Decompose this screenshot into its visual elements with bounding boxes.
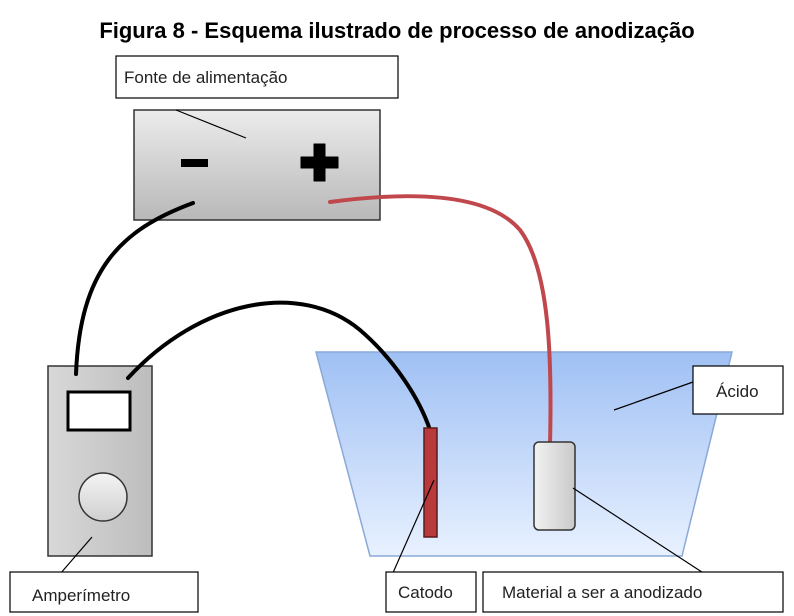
minus-terminal-icon [181,159,208,167]
anode-material [533,441,576,531]
leader-acid [613,381,694,411]
label-box-power-source [115,55,399,99]
label-anode-material: Material a ser a anodizado [502,583,702,602]
label-box-ammeter [9,571,199,613]
figure-title: Figura 8 - Esquema ilustrado de processo… [99,18,695,43]
leader-cathode [391,479,435,576]
label-acid: Ácido [716,382,759,401]
label-box-cathode [385,571,477,613]
cathode-electrode [423,427,438,538]
ammeter-display [66,390,132,432]
leader-power-source [175,109,247,139]
ammeter-knob [78,472,128,522]
label-box-acid [692,365,784,415]
acid-tank [315,351,733,557]
plus-terminal-icon [300,143,339,182]
black-wire-power-to-ammeter [74,201,195,376]
leader-ammeter [59,536,93,575]
leader-anode [572,487,709,577]
power-source-box [133,109,381,221]
label-power-source: Fonte de alimentação [124,68,288,87]
label-box-anode-material [482,571,784,613]
label-ammeter: Amperímetro [32,586,130,605]
label-cathode: Catodo [398,583,453,602]
black-wire-ammeter-to-cathode [126,300,432,432]
red-wire-power-to-anode [328,194,553,447]
